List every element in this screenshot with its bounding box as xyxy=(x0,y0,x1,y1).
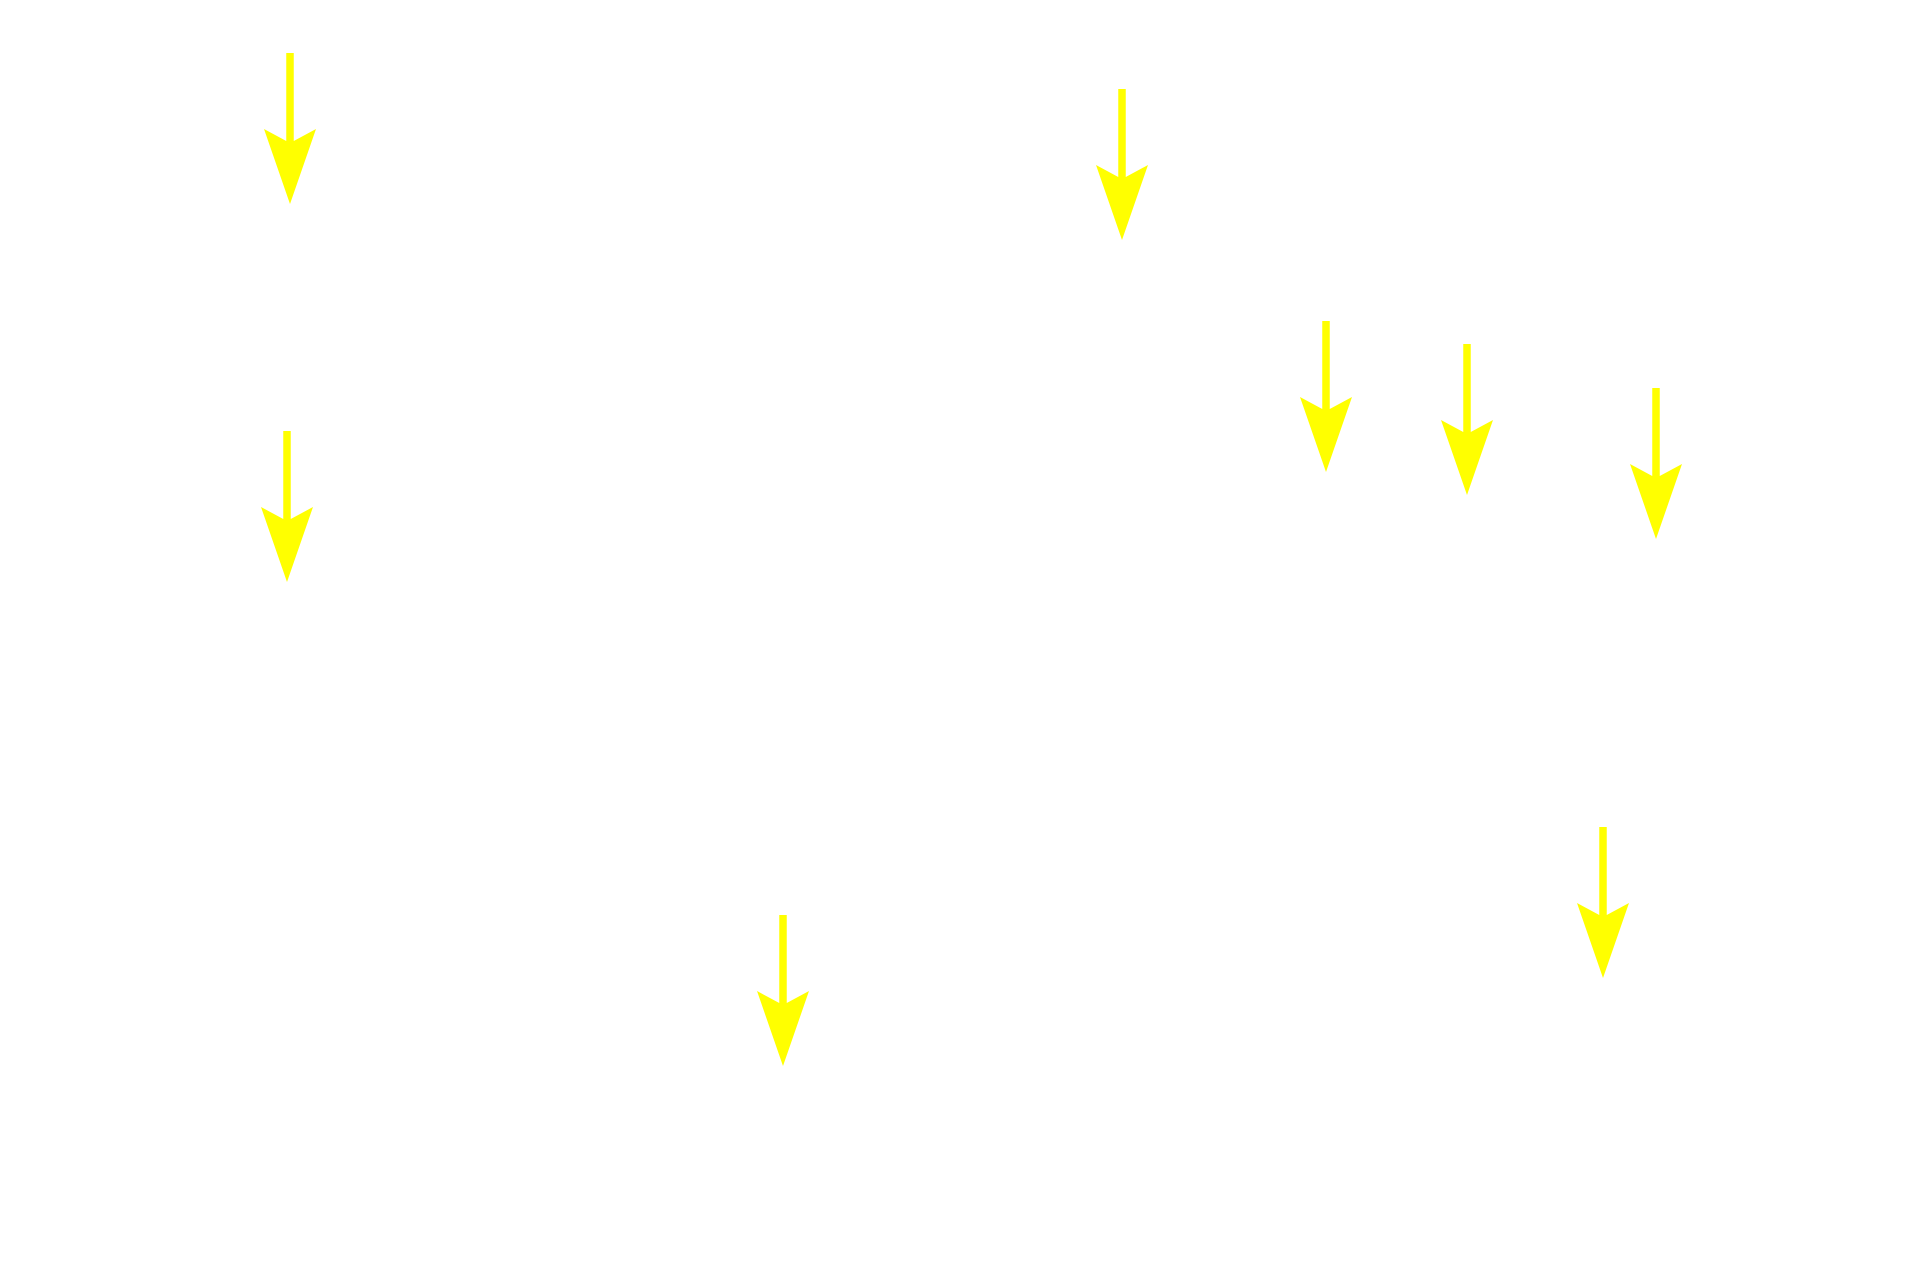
down-arrow-icon xyxy=(261,431,313,582)
down-arrow-icon xyxy=(1096,89,1148,240)
down-arrow-icon xyxy=(1630,388,1682,539)
down-arrow-icon xyxy=(1300,321,1352,472)
down-arrow-icon xyxy=(264,53,316,204)
down-arrow-icon xyxy=(1577,827,1629,978)
down-arrow-icon xyxy=(757,915,809,1066)
down-arrow-icon xyxy=(1441,344,1493,495)
